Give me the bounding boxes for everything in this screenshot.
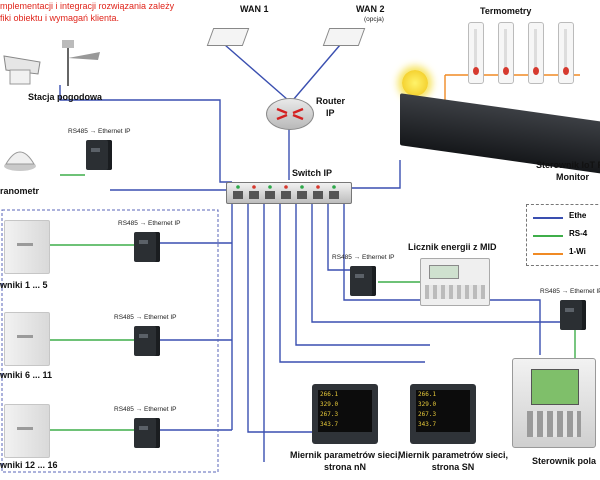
rs485-converter-inverters-3	[134, 418, 160, 448]
meter-sn-value-4: 343.7	[418, 421, 437, 428]
thermometer-1	[468, 22, 484, 84]
meter-sn-value-3: 267.3	[418, 411, 437, 418]
wan2-modem	[322, 28, 366, 46]
implementation-note: mplementacji i integracji rozwiązania za…	[0, 0, 180, 24]
wan1-label: WAN 1	[240, 4, 269, 14]
wan1-modem	[206, 28, 250, 46]
inverter-group-1	[4, 220, 50, 274]
network-meter-nn-line1: Miernik parametrów sieci,	[289, 450, 401, 460]
field-controller-label: Sterownik pola	[532, 456, 597, 466]
iot-controller-label-line1: Sterownik IoT F	[536, 160, 600, 170]
legend-ethernet: Ethe	[533, 211, 600, 225]
network-meter-sn-line1: Miernik parametrów sieci,	[397, 450, 509, 460]
switch-label: Switch IP	[292, 168, 333, 178]
rs485-converter-pyranometer	[86, 140, 112, 170]
energy-meter-icon	[420, 258, 490, 306]
wan2-label: WAN 2	[356, 4, 385, 14]
network-meter-nn-icon: 266.1 329.0 267.3 343.7	[312, 384, 378, 444]
meter-sn-value-2: 329.0	[418, 401, 437, 408]
weather-station-icon	[0, 38, 110, 88]
meter-nn-value-1: 266.1	[320, 391, 339, 398]
energy-meter-label: Licznik energii z MID	[408, 242, 497, 252]
converter-label-energy-meter: RS485 → Ethernet IP	[332, 254, 395, 261]
switch-ip	[226, 182, 352, 204]
network-meter-sn-line2: strona SN	[431, 462, 475, 472]
meter-nn-value-4: 343.7	[320, 421, 339, 428]
thermometer-2	[498, 22, 514, 84]
sun-icon	[402, 70, 428, 96]
router-icon	[266, 98, 314, 130]
router-label-line1: Router	[316, 96, 345, 106]
legend-onewire-text: 1-Wi	[569, 247, 586, 256]
thermometer-4	[558, 22, 574, 84]
legend-rs485-text: RS-4	[569, 229, 588, 238]
inverter-group-2-label: wniki 6 ... 11	[0, 370, 53, 380]
note-line-2: fiki obiektu i wymagań klienta.	[0, 13, 120, 23]
thermometer-3	[528, 22, 544, 84]
pyranometer-icon	[2, 138, 38, 172]
field-controller-icon	[512, 358, 596, 448]
thermometers-label: Termometry	[480, 6, 532, 16]
router-label-line2: IP	[326, 108, 335, 118]
inverter-group-2	[4, 312, 50, 366]
iot-controller-label-line2: Monitor	[556, 172, 589, 182]
legend: Ethe RS-4 1-Wi	[526, 204, 600, 266]
rs485-converter-inverters-1	[134, 232, 160, 262]
inverter-group-3-label: wniki 12 ... 16	[0, 460, 58, 470]
legend-onewire: 1-Wi	[533, 247, 600, 261]
network-meter-nn-line2: strona nN	[323, 462, 366, 472]
note-line-1: mplementacji i integracji rozwiązania za…	[0, 1, 175, 11]
meter-nn-value-2: 329.0	[320, 401, 339, 408]
inverter-group-1-label: wniki 1 ... 5	[0, 280, 48, 290]
rs485-converter-inverters-2	[134, 326, 160, 356]
converter-label-pyranometer: RS485 → Ethernet IP	[68, 128, 131, 135]
converter-label-inverters-3: RS485 → Ethernet IP	[114, 406, 177, 413]
converter-label-field: RS485 → Ethernet IP	[540, 288, 600, 295]
converter-label-inverters-2: RS485 → Ethernet IP	[114, 314, 177, 321]
legend-ethernet-text: Ethe	[569, 211, 587, 220]
rs485-converter-field	[560, 300, 586, 330]
legend-rs485: RS-4	[533, 229, 600, 243]
pyranometer-label: ranometr	[0, 186, 40, 196]
meter-sn-value-1: 266.1	[418, 391, 437, 398]
network-meter-sn-icon: 266.1 329.0 267.3 343.7	[410, 384, 476, 444]
converter-label-inverters-1: RS485 → Ethernet IP	[118, 220, 181, 227]
inverter-group-3	[4, 404, 50, 458]
meter-nn-value-3: 267.3	[320, 411, 339, 418]
wan2-sublabel: (opcja)	[364, 16, 384, 23]
weather-station-label: Stacja pogodowa	[28, 92, 103, 102]
rs485-converter-energy-meter	[350, 266, 376, 296]
